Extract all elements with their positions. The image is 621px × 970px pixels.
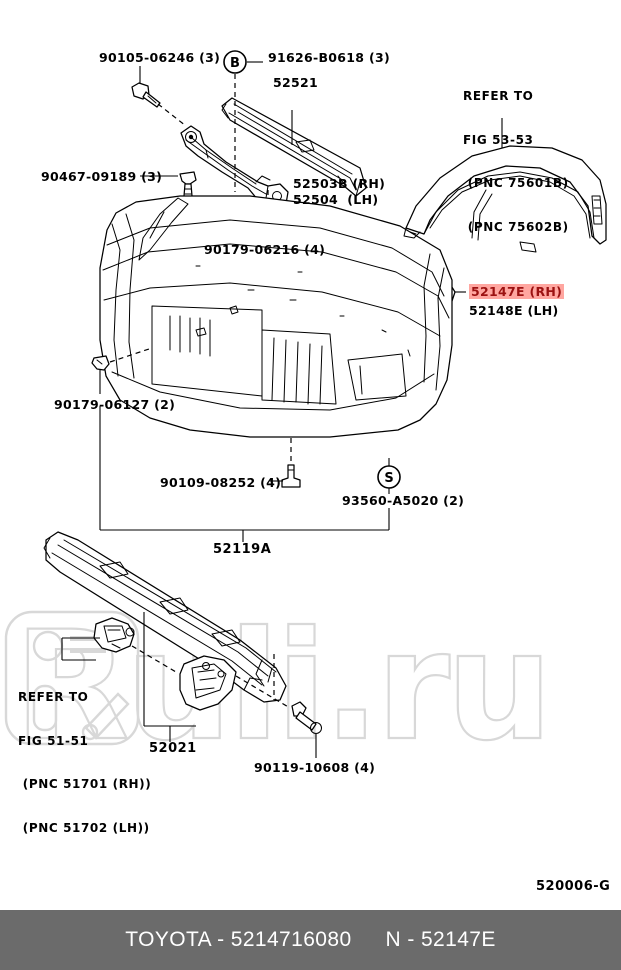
svg-text:B: B [230,56,240,71]
footer-bar: TOYOTA - 5214716080 N - 52147E [0,910,621,970]
diagram-linework: B [43,50,607,758]
part-52521-upper-tie-bar [221,97,367,197]
callout-52148e-lh: 52148E (LH) [469,303,559,318]
refer-line: (PNC 75602B) [463,219,569,234]
part-52021-bracket [179,655,237,711]
footer-brand-part: TOYOTA - 5214716080 [125,928,352,951]
refer-block-fig-51-51: REFER TO FIG 51-51 (PNC 51701 (RH)) (PNC… [18,661,151,864]
refer-line: REFER TO [463,89,534,103]
figure-code-label: 520006-G [536,879,611,894]
callout-90109-08252: 90109-08252 (4) [160,475,282,490]
refer-block-fig-53-53: REFER TO FIG 53-53 (PNC 75601B) (PNC 756… [463,60,569,263]
callout-90119-10608: 90119-10608 (4) [254,760,376,775]
callout-93560-a5020: 93560-A5020 (2) [342,493,465,508]
callout-52503b-rh: 52503B (RH) [293,176,386,191]
symbol-s-callout: S [377,458,401,494]
refer-line: (PNC 51702 (LH)) [18,820,150,835]
callout-90179-06216: 90179-06216 (4) [204,242,326,257]
callout-52521: 52521 [273,75,318,90]
refer-line: FIG 53-53 [463,132,534,147]
callout-90179-06127: 90179-06127 (2) [54,397,176,412]
svg-text:S: S [384,471,393,486]
callout-91626-b0618: 91626-B0618 (3) [268,50,390,65]
callout-52504-lh: 52504 (LH) [293,192,379,207]
callout-52021: 52021 [149,741,197,756]
symbol-b-callout: B [223,50,263,74]
part-fender-flare [403,145,607,253]
callout-90467-09189: 90467-09189 (3) [41,169,163,184]
part-52021-reinforcement [43,531,287,703]
refer-line: REFER TO [18,690,89,704]
fastener-90119-10608 [291,701,322,734]
part-side-bracket-left [93,617,135,653]
diagram-canvas: Ruli.ru [4,50,611,894]
fastener-90105-06246 [131,82,161,108]
callout-52147e-rh-highlighted: 52147E (RH) [469,284,565,299]
callout-90105-06246: 90105-06246 (3) [99,50,221,65]
fastener-90179-06127 [91,355,110,371]
part-52119a-bumper-cover [99,195,453,438]
refer-line: (PNC 75601B) [463,176,569,190]
callout-52119a: 52119A [213,542,272,557]
fastener-90109-08252 [281,464,301,488]
footer-illustration-ref: N - 52147E [385,928,496,951]
refer-line: FIG 51-51 [18,733,89,748]
refer-line: (PNC 51701 (RH)) [18,777,152,791]
